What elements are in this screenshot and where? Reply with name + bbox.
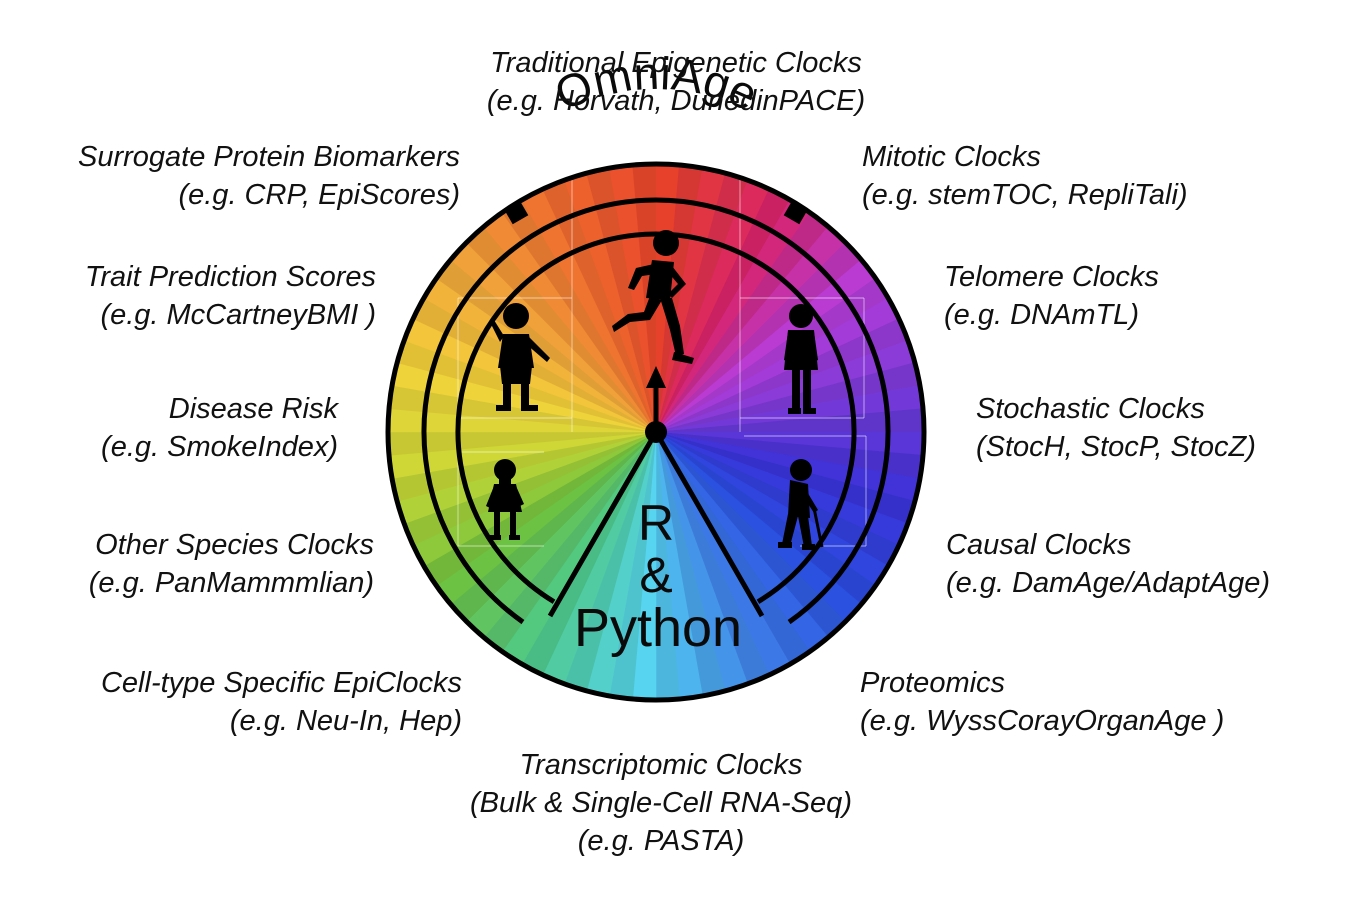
label-surrogate-protein-biomarkers: Surrogate Protein Biomarkers (e.g. CRP, … xyxy=(78,138,460,214)
toddler-silhouette-icon xyxy=(486,459,524,540)
label-title: Mitotic Clocks xyxy=(862,141,1041,173)
label-trait-prediction-scores: Trait Prediction Scores (e.g. McCartneyB… xyxy=(85,258,376,334)
label-example: (e.g. CRP, EpiScores) xyxy=(178,179,460,211)
label-telomere-clocks: Telomere Clocks (e.g. DNAmTL) xyxy=(944,258,1159,334)
label-title: Trait Prediction Scores xyxy=(84,261,376,293)
label-title: Other Species Clocks xyxy=(95,529,374,561)
label-title: Causal Clocks xyxy=(946,529,1132,561)
wheel-ring-middle xyxy=(421,197,891,625)
label-cell-type-specific-epiclocks: Cell-type Specific EpiClocks (e.g. Neu-I… xyxy=(101,664,462,740)
label-title: Surrogate Protein Biomarkers xyxy=(78,141,460,173)
arc-marker-left xyxy=(503,199,529,225)
label-mitotic-clocks: Mitotic Clocks (e.g. stemTOC, RepliTali) xyxy=(862,138,1188,214)
arc-marker-right xyxy=(783,199,809,225)
label-causal-clocks: Causal Clocks (e.g. DamAge/AdaptAge) xyxy=(946,526,1270,602)
label-example: (e.g. WyssCorayOrganAge ) xyxy=(860,705,1225,737)
label-other-species-clocks: Other Species Clocks (e.g. PanMammmlian) xyxy=(89,526,374,602)
label-title: Disease Risk xyxy=(168,393,338,425)
label-example: (e.g. SmokeIndex) xyxy=(101,431,338,463)
elder-with-cane-silhouette-icon xyxy=(778,459,824,550)
label-example: (e.g. PASTA) xyxy=(577,825,745,857)
label-title: Transcriptomic Clocks xyxy=(519,749,803,781)
label-example: (e.g. McCartneyBMI ) xyxy=(100,299,376,331)
wheel-ring-inner xyxy=(455,231,857,604)
label-title: Telomere Clocks xyxy=(944,261,1159,293)
label-example: (e.g. Horvath, DunedinPACE) xyxy=(486,85,866,117)
runner-silhouette-icon xyxy=(612,230,694,364)
center-arrow-head-icon xyxy=(646,366,666,388)
standing-adult-silhouette-icon xyxy=(784,304,818,414)
label-title: Cell-type Specific EpiClocks xyxy=(100,667,462,699)
label-title: Proteomics xyxy=(860,667,1006,699)
label-example: (e.g. PanMammmlian) xyxy=(88,567,374,599)
label-disease-risk: Disease Risk (e.g. SmokeIndex) xyxy=(101,390,338,466)
child-silhouette-icon xyxy=(490,303,550,411)
label-transcriptomic-clocks: Transcriptomic Clocks (Bulk & Single-Cel… xyxy=(361,746,961,860)
center-text-python: Python xyxy=(574,598,742,658)
center-text-amp: & xyxy=(639,547,672,603)
label-example: (e.g. stemTOC, RepliTali) xyxy=(862,179,1188,211)
center-hub xyxy=(645,421,667,443)
label-title: Traditional Epigenetic Clocks xyxy=(490,47,862,79)
label-subtitle: (Bulk & Single-Cell RNA-Seq) xyxy=(470,787,852,819)
label-example: (e.g. DamAge/AdaptAge) xyxy=(946,567,1271,599)
label-example: (e.g. DNAmTL) xyxy=(944,299,1139,331)
wheel-outer-ring xyxy=(385,161,927,703)
label-example: (e.g. Neu-In, Hep) xyxy=(229,705,462,737)
label-proteomics: Proteomics (e.g. WyssCorayOrganAge ) xyxy=(860,664,1224,740)
label-stochastic-clocks: Stochastic Clocks (StocH, StocP, StocZ) xyxy=(976,390,1256,466)
label-title: Stochastic Clocks xyxy=(976,393,1205,425)
label-traditional-epigenetic-clocks: Traditional Epigenetic Clocks (e.g. Horv… xyxy=(376,44,976,120)
center-text-r: R xyxy=(638,495,674,551)
label-example: (StocH, StocP, StocZ) xyxy=(976,431,1256,463)
